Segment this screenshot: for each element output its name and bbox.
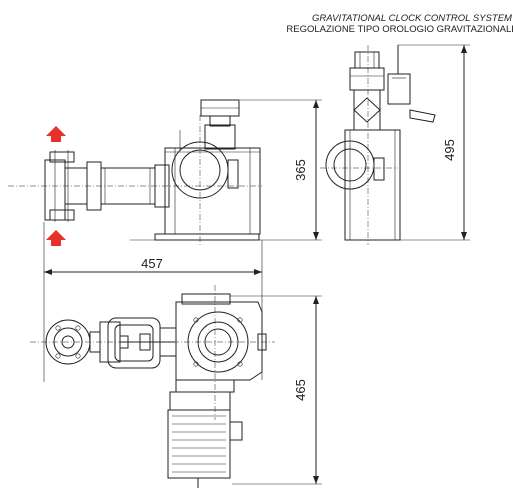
- dimension-label-457: 457: [141, 256, 163, 271]
- gearbox-body: [164, 147, 261, 235]
- base-plate: [154, 233, 260, 241]
- front-view: [8, 99, 262, 245]
- top-gearbox: [175, 301, 263, 381]
- dimension-label-495: 495: [442, 139, 457, 161]
- caption-line-1: GRAVITATIONAL CLOCK CONTROL SYSTEM: [312, 13, 512, 24]
- dimension-365: 365: [240, 99, 322, 241]
- top-view: [30, 285, 275, 488]
- motor: [167, 409, 231, 479]
- flow-arrow-up-top: [46, 126, 66, 142]
- flow-arrow-up-bottom: [46, 230, 66, 246]
- side-view: [320, 45, 436, 245]
- clock-regulator: [387, 73, 411, 105]
- dimension-495: 495: [398, 44, 470, 241]
- side-gearbox: [344, 129, 401, 241]
- dimension-457: 457: [43, 222, 263, 382]
- dimension-465: 465: [230, 295, 322, 485]
- caption-line-2: REGOLAZIONE TIPO OROLOGIO GRAVITAZIONALE: [286, 24, 513, 35]
- dimension-label-465: 465: [293, 379, 308, 401]
- terminal-box: [229, 421, 243, 441]
- dimension-label-365: 365: [293, 159, 308, 181]
- eccentric-section: [179, 149, 221, 191]
- side-eccentric-section: [333, 148, 367, 182]
